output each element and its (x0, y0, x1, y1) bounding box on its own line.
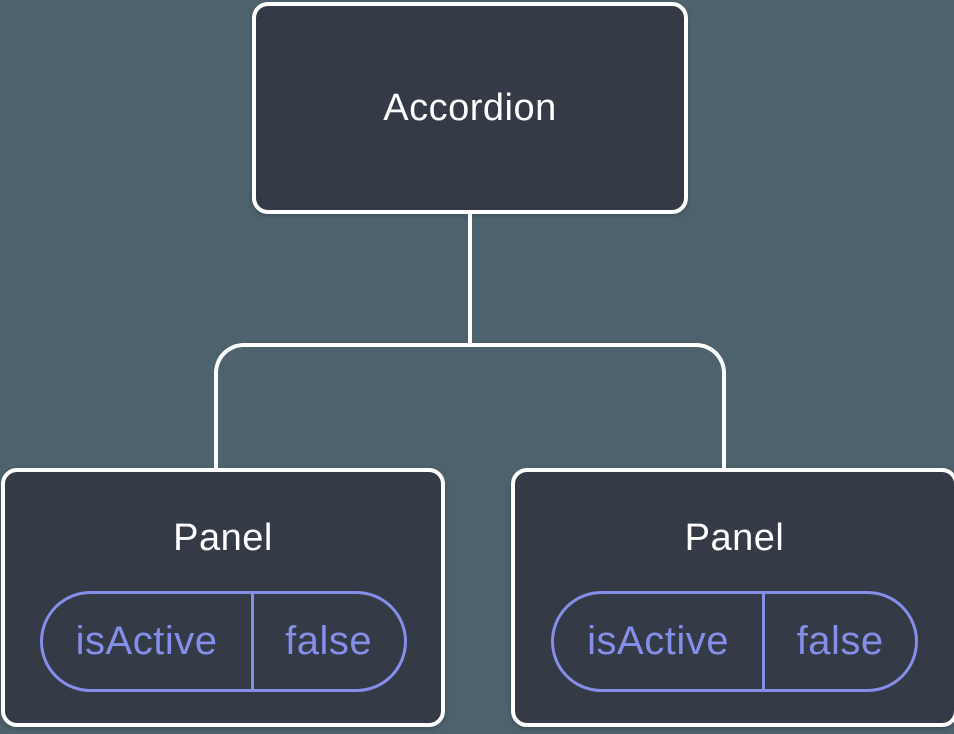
state-value: false (796, 619, 884, 663)
panel-1-label: Panel (173, 517, 273, 559)
node-panel-1: Panel isActive false (1, 468, 445, 727)
state-value: false (285, 619, 373, 663)
connector-stem (468, 210, 472, 347)
panel-2-state-pill: isActive false (551, 591, 918, 692)
state-name: isActive (43, 594, 254, 689)
node-panel-2: Panel isActive false (511, 468, 954, 727)
connector-branch (214, 343, 726, 470)
panel-1-state-pill: isActive false (39, 591, 407, 692)
node-accordion: Accordion (252, 2, 688, 214)
panel-2-label: Panel (684, 517, 785, 559)
accordion-label: Accordion (383, 86, 557, 129)
state-name: isActive (554, 594, 766, 689)
